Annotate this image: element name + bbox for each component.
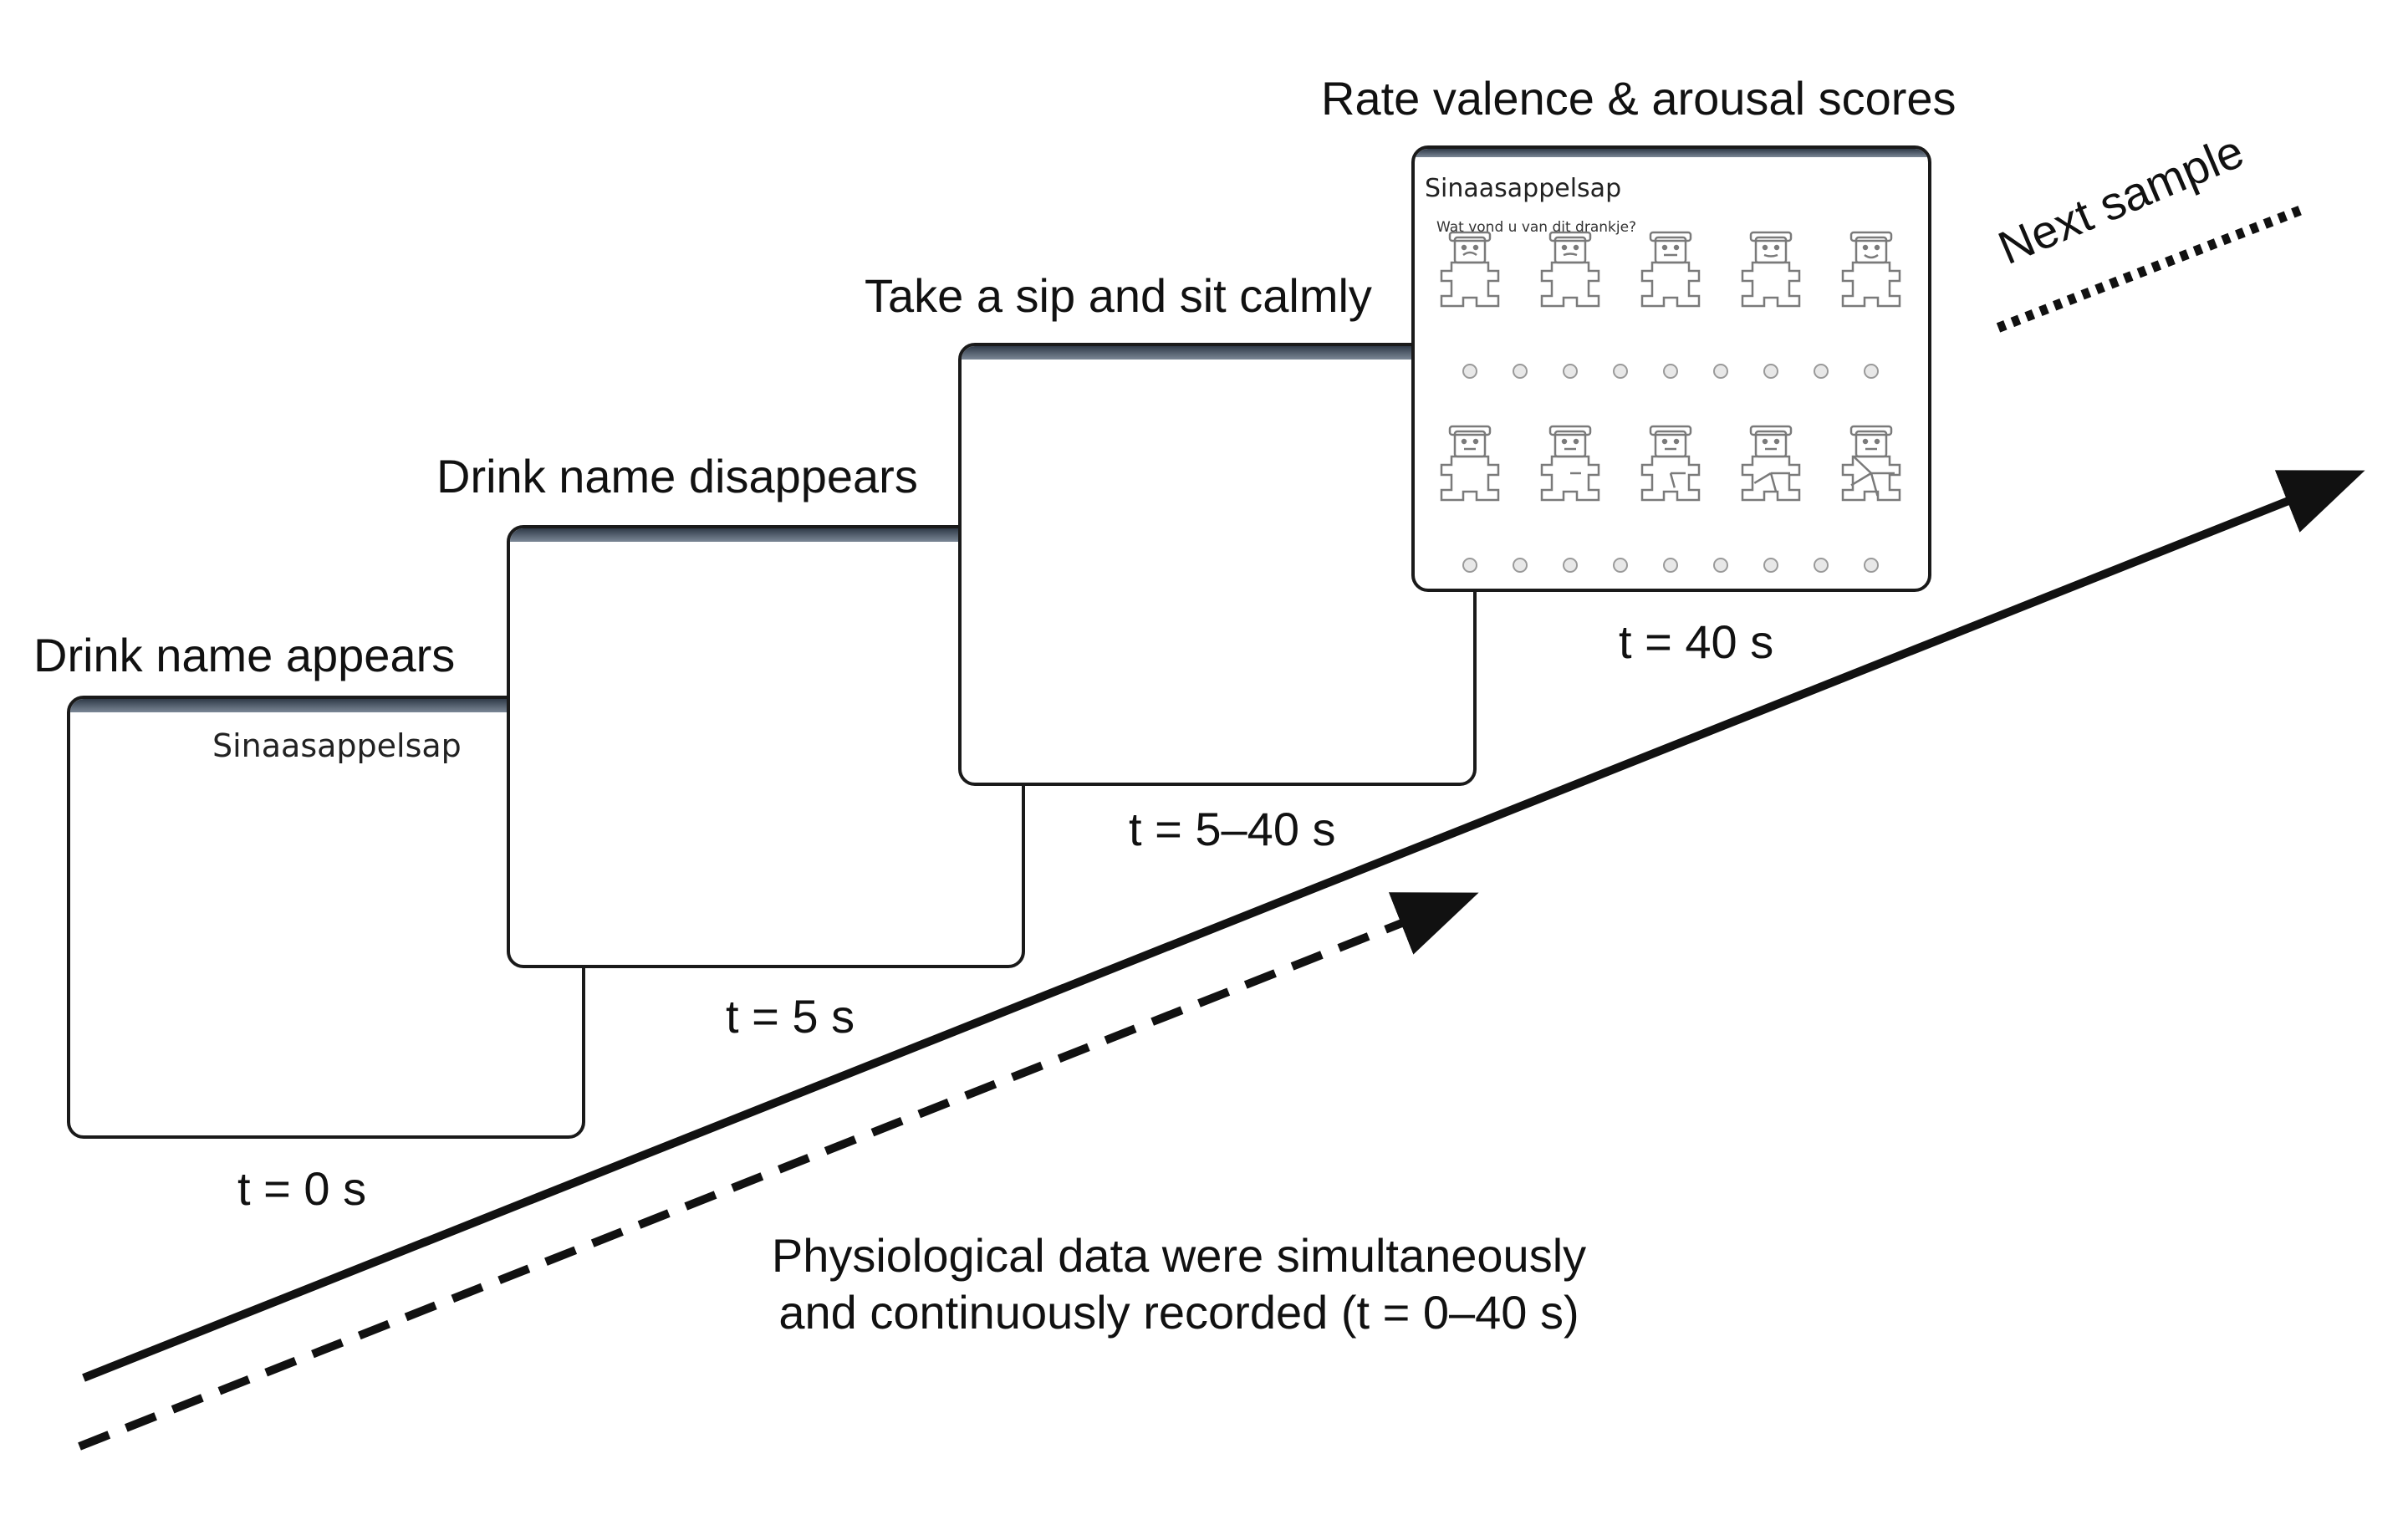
sam-manikin-figure bbox=[1841, 231, 1901, 308]
time-label-1: t = 0 s bbox=[237, 1162, 367, 1215]
sam-scale-radio[interactable] bbox=[1663, 364, 1678, 379]
time-label-2: t = 5 s bbox=[726, 990, 855, 1043]
sam-scale-radio[interactable] bbox=[1613, 558, 1628, 573]
screen-drink-name: Sinaasappelsap bbox=[67, 696, 585, 1139]
sam-manikin-figure bbox=[1540, 231, 1600, 308]
screen-title-bar bbox=[1415, 149, 1928, 157]
sam-scale-radio[interactable] bbox=[1462, 364, 1477, 379]
sam-scale-radio[interactable] bbox=[1814, 558, 1829, 573]
screen-rating: Sinaasappelsap Wat vond u van dit drankj… bbox=[1411, 145, 1931, 592]
sam-scale-radio[interactable] bbox=[1513, 364, 1528, 379]
screen-title-bar bbox=[510, 528, 1022, 542]
next-sample-dotted-line bbox=[1996, 204, 2306, 333]
sam-scale-radio[interactable] bbox=[1713, 364, 1728, 379]
caption-line-2: and continuously recorded (t = 0–40 s) bbox=[778, 1286, 1579, 1339]
sam-scale-radio[interactable] bbox=[1462, 558, 1477, 573]
sam-scale-radio[interactable] bbox=[1513, 558, 1528, 573]
sam-manikin-figure bbox=[1741, 231, 1801, 308]
sam-scale-radio[interactable] bbox=[1563, 364, 1578, 379]
step-label-2: Drink name disappears bbox=[436, 450, 918, 502]
sam-scale-radio[interactable] bbox=[1713, 558, 1728, 573]
screen-title-bar bbox=[962, 346, 1473, 360]
sam-scale-radio[interactable] bbox=[1763, 364, 1778, 379]
sam-scale-radio[interactable] bbox=[1663, 558, 1678, 573]
sam-manikin-figure bbox=[1440, 425, 1500, 502]
screen-blank-1 bbox=[507, 525, 1025, 968]
time-label-3: t = 5–40 s bbox=[1129, 803, 1336, 855]
sam-scale-radio[interactable] bbox=[1814, 364, 1829, 379]
sam-manikin-figure bbox=[1540, 425, 1600, 502]
drink-name-text: Sinaasappelsap bbox=[212, 727, 462, 764]
screen-blank-2 bbox=[958, 343, 1477, 786]
step-label-1: Drink name appears bbox=[33, 629, 456, 681]
sam-scale-radio[interactable] bbox=[1613, 364, 1628, 379]
sam-manikin-figure bbox=[1640, 425, 1701, 502]
step-label-4: Rate valence & arousal scores bbox=[1321, 72, 1956, 125]
sam-manikin-figure bbox=[1841, 425, 1901, 502]
sam-scale-radio[interactable] bbox=[1864, 558, 1879, 573]
caption-line-1: Physiological data were simultaneously bbox=[771, 1229, 1587, 1282]
timeline-solid-arrow bbox=[82, 470, 2365, 1382]
sam-valence-row bbox=[1440, 231, 1901, 379]
sam-manikin-figure bbox=[1741, 425, 1801, 502]
sam-manikin-figure bbox=[1640, 231, 1701, 308]
physiology-caption: Physiological data were simultaneously a… bbox=[736, 1227, 1622, 1341]
time-label-4: t = 40 s bbox=[1619, 615, 1774, 668]
sam-manikin-figure bbox=[1440, 231, 1500, 308]
sam-scale-radio[interactable] bbox=[1763, 558, 1778, 573]
rating-drink-title: Sinaasappelsap bbox=[1425, 174, 1622, 203]
sam-scale-radio[interactable] bbox=[1563, 558, 1578, 573]
sam-rating-scales bbox=[1440, 231, 1901, 573]
step-label-3: Take a sip and sit calmly bbox=[865, 269, 1372, 322]
sam-scale-radio[interactable] bbox=[1864, 364, 1879, 379]
sam-arousal-row bbox=[1440, 425, 1901, 573]
screen-title-bar bbox=[70, 699, 582, 712]
